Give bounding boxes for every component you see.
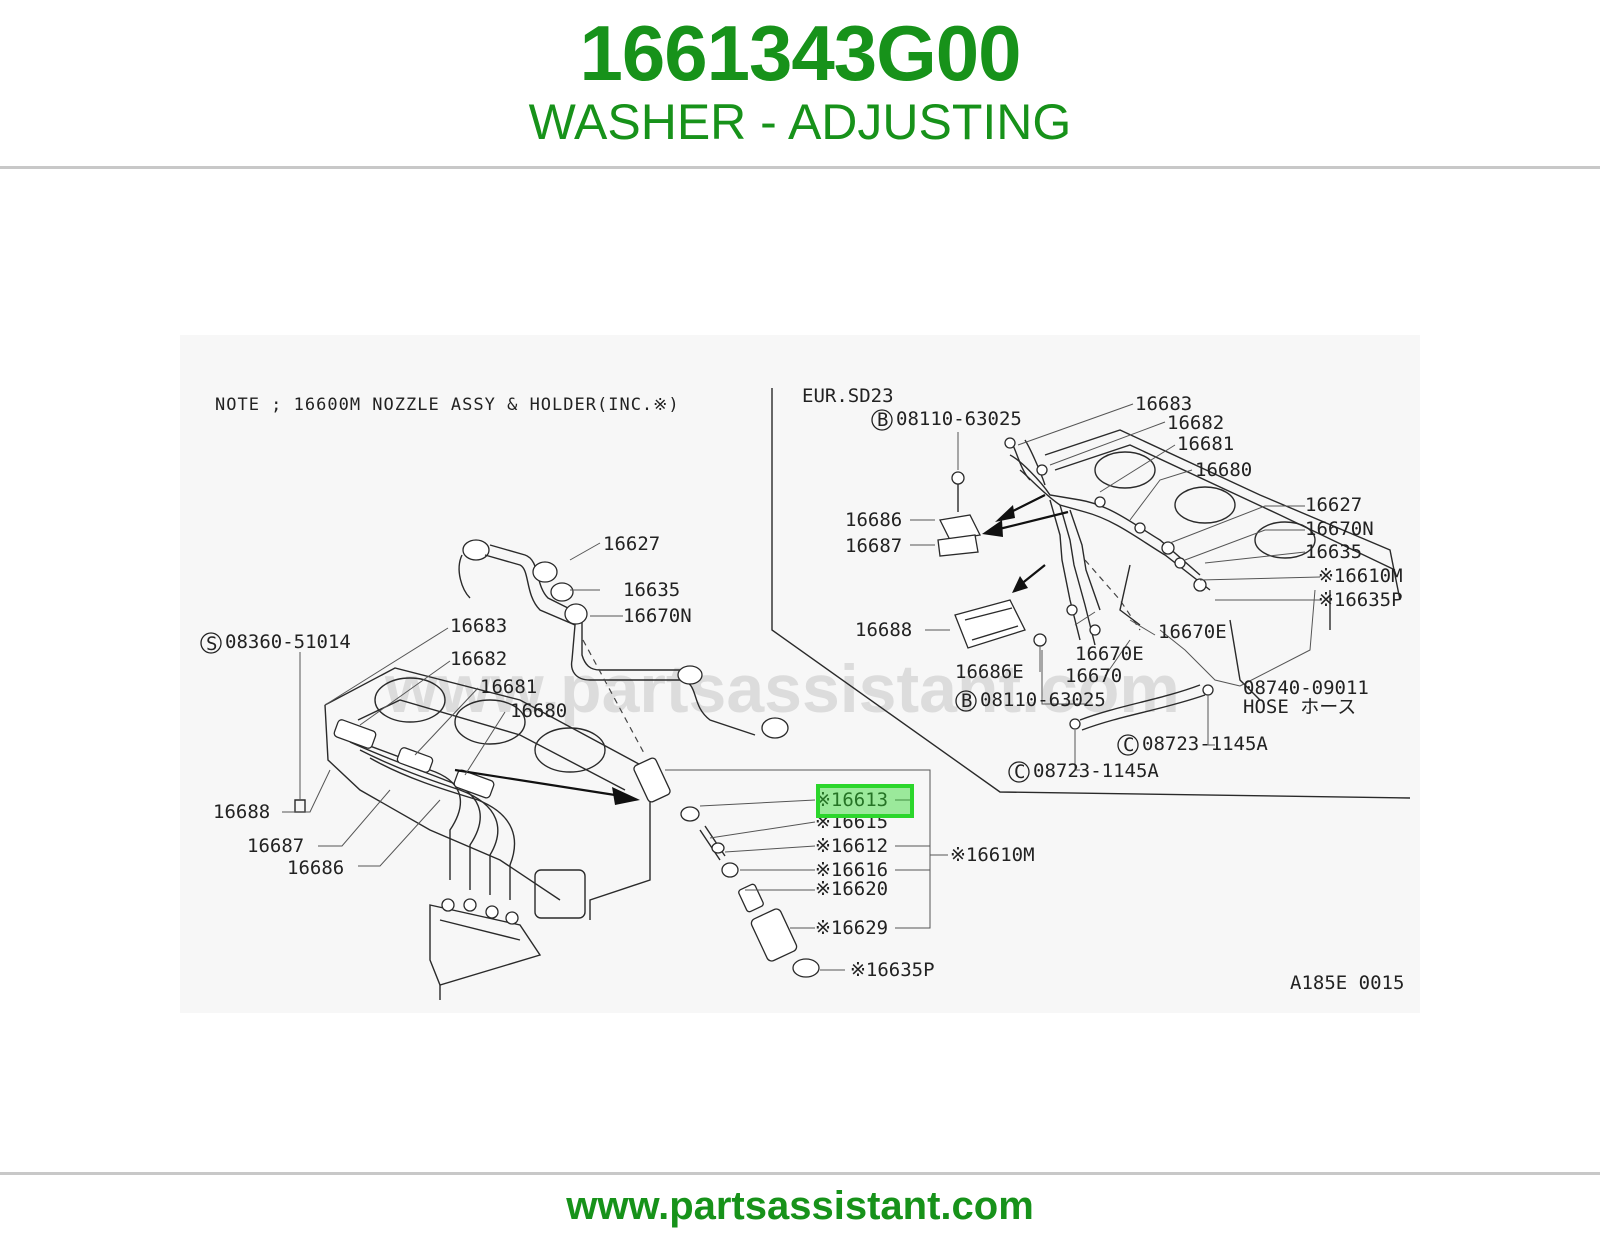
circled-s-marker — [200, 632, 222, 654]
circled-s-letter: S — [206, 633, 217, 655]
label-r-16682: 16682 — [1167, 412, 1224, 434]
label-16635P: ※16635P — [850, 959, 935, 981]
label-r-08110-63025-a: 08110-63025 — [896, 408, 1022, 430]
label-r-16627: 16627 — [1305, 494, 1362, 516]
label-16688: 16688 — [213, 801, 270, 823]
label-16682: 16682 — [450, 648, 507, 670]
left-injector-exploded — [633, 757, 820, 978]
label-r-16670N: 16670N — [1305, 518, 1374, 540]
circled-b-marker-1 — [871, 409, 893, 431]
left-pipe-16627 — [458, 539, 789, 756]
label-r-16681: 16681 — [1177, 433, 1234, 455]
label-16683: 16683 — [450, 615, 507, 637]
circled-b-letter-1: B — [877, 409, 888, 431]
footer-website-link[interactable]: www.partsassistant.com — [566, 1184, 1034, 1228]
label-r-16610M: ※16610M — [1318, 565, 1403, 587]
diagram-watermark: www.partsassistant.com — [384, 651, 1180, 727]
label-16613: ※16613 — [815, 789, 888, 811]
right-panel-title: EUR.SD23 — [802, 385, 894, 407]
diagram-panel — [180, 335, 1420, 1013]
figure-code: A185E 0015 — [1290, 972, 1404, 994]
circled-c-marker-2 — [1008, 761, 1030, 783]
label-16612: ※16612 — [815, 835, 888, 857]
label-16629: ※16629 — [815, 917, 888, 939]
circled-c-marker-1 — [1117, 734, 1139, 756]
highlight-box-16613[interactable] — [816, 784, 914, 818]
label-r-08110-63025-b: 08110-63025 — [980, 689, 1106, 711]
label-16686: 16686 — [287, 857, 344, 879]
label-r-08723-1145A-b: 08723-1145A — [1033, 760, 1159, 782]
label-16680: 16680 — [510, 700, 567, 722]
right-engine-drawing — [937, 429, 1401, 731]
label-r-16635: 16635 — [1305, 541, 1362, 563]
header: 1661343G00 WASHER - ADJUSTING — [0, 0, 1600, 168]
label-16616: ※16616 — [815, 859, 888, 881]
circled-c-letter-2: C — [1014, 761, 1025, 783]
right-labels: EUR.SD23 16683 B 08110-63025 16682 16681… — [802, 385, 1403, 783]
label-16670N: 16670N — [623, 605, 692, 627]
circled-b-marker-2 — [955, 690, 977, 712]
label-r-16670E-upper: 16670E — [1158, 621, 1227, 643]
label-16620: ※16620 — [815, 878, 888, 900]
circled-c-letter-1: C — [1123, 734, 1134, 756]
label-r-16688: 16688 — [855, 619, 912, 641]
label-r-16635P: ※16635P — [1318, 589, 1403, 611]
diagram-note: NOTE ; 16600M NOZZLE ASSY & HOLDER(INC.※… — [215, 395, 680, 415]
label-16687: 16687 — [247, 835, 304, 857]
part-name-subtitle: WASHER - ADJUSTING — [528, 94, 1072, 150]
label-16627: 16627 — [603, 533, 660, 555]
label-r-16680: 16680 — [1195, 459, 1252, 481]
label-r-08723-1145A-a: 08723-1145A — [1142, 733, 1268, 755]
label-r-16670E-lower: 16670E — [1075, 643, 1144, 665]
label-r-16670: 16670 — [1065, 665, 1122, 687]
label-r-16686: 16686 — [845, 509, 902, 531]
label-r-16687: 16687 — [845, 535, 902, 557]
label-r-08740-09011: 08740-09011 — [1243, 677, 1369, 699]
label-r-16683: 16683 — [1135, 393, 1192, 415]
label-r-hose: HOSE ホース — [1243, 696, 1356, 718]
header-divider — [0, 166, 1600, 169]
label-08360-51014: 08360-51014 — [225, 631, 351, 653]
footer-divider — [0, 1172, 1600, 1175]
circled-b-letter-2: B — [961, 690, 972, 712]
label-16635: 16635 — [623, 579, 680, 601]
label-r-16686E: 16686E — [955, 661, 1024, 683]
panel-divider — [771, 388, 1411, 799]
label-16681: 16681 — [480, 676, 537, 698]
left-leader-lines — [282, 542, 948, 971]
right-leader-lines — [910, 403, 1321, 771]
part-number-title: 1661343G00 — [579, 9, 1021, 97]
label-16610M: ※16610M — [950, 844, 1035, 866]
